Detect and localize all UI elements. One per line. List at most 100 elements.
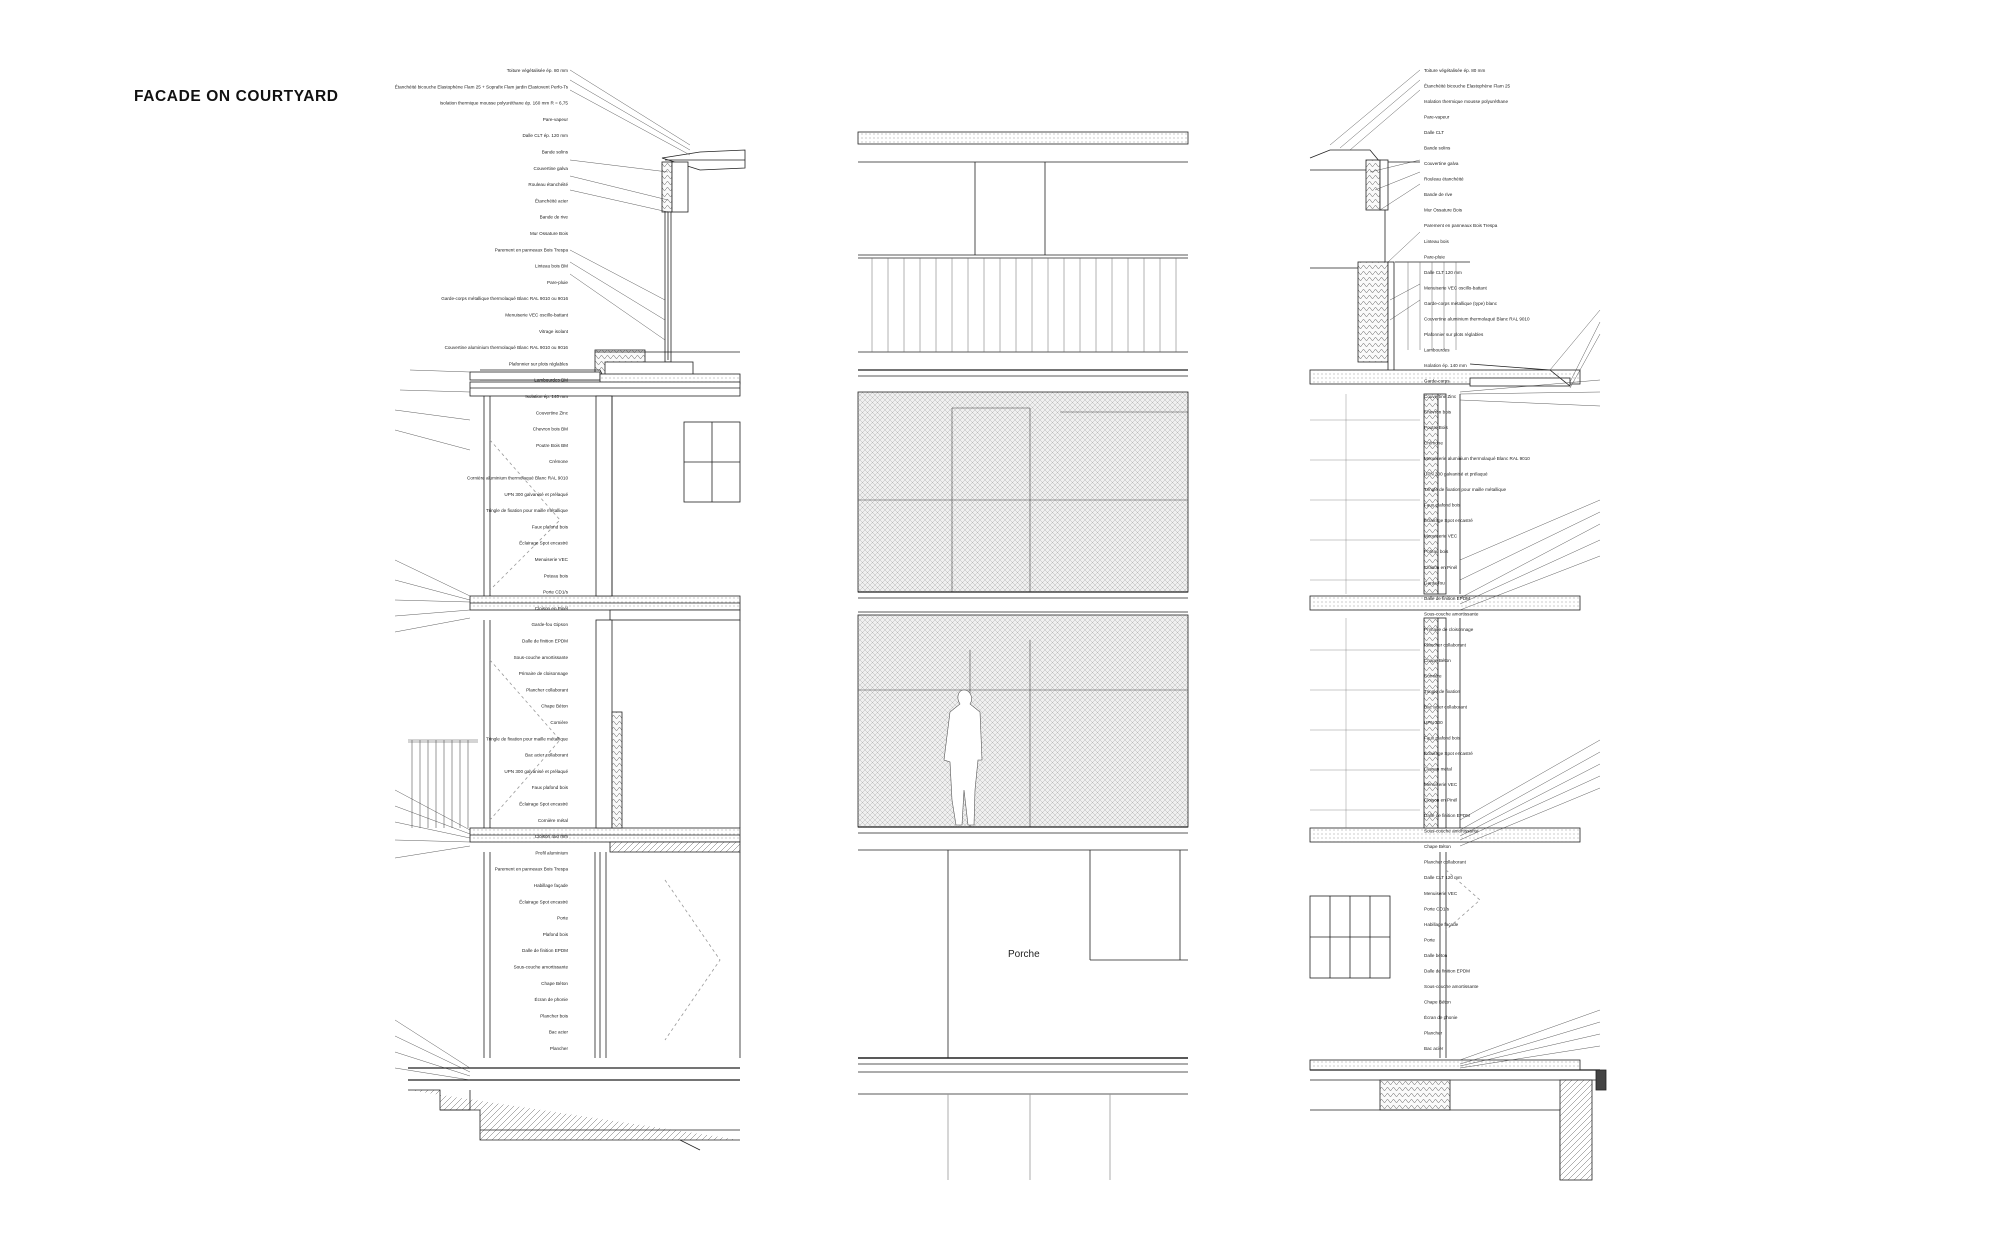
left-section-annotation: Pare-vapeur [543,117,569,122]
right-section-annotation: Couvertine galva [1424,161,1459,166]
left-section-annotation: Cornière aluminium thermolaqué Blanc RAL… [467,476,568,481]
left-section-annotation: Chape Béton [541,981,568,986]
right-section-annotation: Écran de phonie [1424,1014,1458,1020]
right-section-annotation: Cloison en Pinél [1424,798,1457,803]
left-section-annotation: Menuiserie VEC oscillo-battant [505,313,569,318]
right-section-annotation: Cloison en Pinél [1424,565,1457,570]
right-section-annotation: Plafonnier sur plots réglables [1424,332,1484,337]
left-section-annotation: Dalle de finition EPDM [522,639,568,644]
left-section-annotations: Toiture végétalisée ép. 80 mm Étanchéité … [395,68,569,1051]
left-section-annotation: Cloison 450 mm [535,834,568,839]
left-section-annotation: Étanchéité acier [535,197,568,203]
right-section-annotation: Couvertine Zinc [1424,394,1457,399]
right-section-annotation: Linteau bois [1424,239,1449,244]
right-facade-section [1309,69,1607,1181]
right-section-annotation: Menuiserie VEC [1424,534,1458,539]
right-section-annotation: Dalle CLT 120 mm [1424,875,1462,880]
left-section-annotation: Dalle CLT ép. 120 mm [522,133,568,138]
left-section-annotation: Chape Béton [541,704,568,709]
right-section-annotation: Tringle de fixation [1424,689,1461,694]
right-section-annotation: UPN 300 galvanisé et prélaqué [1424,472,1488,477]
middle-facade-elevation: Porche [857,131,1189,1180]
right-section-annotation: Faux plafond bois [1424,503,1461,508]
right-section-annotation: Poutre Bois [1424,425,1448,430]
left-section-annotation: Isolation ép. 140 mm [525,394,568,399]
right-section-annotation: Toiture végétalisée ép. 80 mm [1424,68,1485,73]
left-section-annotation: Dalle de finition EPDM [522,948,568,953]
left-section-annotation: Toiture végétalisée ép. 80 mm [507,68,568,73]
right-section-annotation: Menuiserie aluminium thermolaqué Blanc R… [1424,456,1530,461]
right-section-annotation: Isolation ép. 140 mm [1424,363,1467,368]
right-section-annotation: Menuiserie VEC [1424,891,1458,896]
left-section-annotation: Cornière métal [538,818,568,823]
left-section-annotation: Linteau bois BM [535,264,568,269]
left-section-annotation: Plafonnier sur plots réglables [509,361,569,366]
left-section-annotation: Chevron bois BM [533,427,568,432]
right-section-annotation: Menuiserie VEC [1424,782,1458,787]
right-section-annotation: Porte CD1/s [1424,906,1450,911]
left-section-annotation: Éclairage Spot encastré [519,801,568,807]
right-section-annotation: Cornière [1424,673,1442,678]
right-section-annotation: Chape Béton [1424,999,1451,1004]
left-section-annotation: Porte [557,916,568,921]
left-section-annotation: Lambourdes BM [534,378,568,383]
right-section-annotation: Éclairage Spot encastré [1424,750,1473,756]
right-section-annotation: Chape Béton [1424,844,1451,849]
right-section-annotation: Garde-fou [1424,580,1445,585]
right-section-annotation: Tringle de fixation pour maille métalliq… [1424,487,1506,492]
left-section-annotation: Pare-pluie [547,280,568,285]
left-section-annotation: Vitrage isolant [539,329,569,334]
left-section-annotation: Profil aluminium [535,850,568,855]
left-section-annotation: Plancher collaborant [526,687,569,692]
right-section-annotation: Bande solins [1424,146,1451,151]
porch-label: Porche [1008,949,1040,960]
left-section-annotation: Menuiserie VEC [535,557,569,562]
left-section-annotation: Éclairage Spot encastré [519,540,568,546]
right-section-annotation: Dalle de finition EPDM [1424,968,1470,973]
left-section-annotation: Couvertine galva [534,166,569,171]
left-section-annotation: Poteau bois [544,573,569,578]
right-section-annotations: Toiture végétalisée ép. 80 mm Étanchéité … [1424,68,1530,1051]
left-section-annotation: Cloison en Pinél [535,606,568,611]
right-section-annotation: Plancher collaborant [1424,860,1467,865]
right-section-annotation: Isolation thermique mousse polyuréthane [1424,99,1508,104]
left-section-annotation: Garde-corps métallique thermolaqué Blanc… [441,296,568,301]
right-section-annotation: Parement en panneaux Bois Trespa [1424,223,1498,228]
right-section-annotation: Cloison métal [1424,767,1452,772]
left-section-annotation: Sous-couche amortissante [514,655,569,660]
right-section-annotation: Chape Béton [1424,658,1451,663]
left-section-annotation: Faux plafond bois [532,785,569,790]
right-section-annotation: Éclairage Spot encastré [1424,517,1473,523]
right-section-annotation: Chevron bois [1424,410,1452,415]
right-section-annotation: Poteau bois [1424,549,1449,554]
right-section-annotation: Sous-couche amortissante [1424,829,1479,834]
right-section-annotation: Étanchéité bicouche Elastophène Flam 25 [1424,83,1511,89]
right-section-annotation: Plancher [1424,1031,1443,1036]
right-section-annotation: Sous-couche amortissante [1424,984,1479,989]
left-section-annotation: Plafond bois [543,932,569,937]
right-section-annotation: Menuiserie VEC oscillo-battant [1424,285,1488,290]
left-section-annotation: Couvertine Zinc [536,410,569,415]
left-section-annotation: UPN 300 galvanisé et prélaqué [504,492,568,497]
right-section-annotation: Dalle de finition EPDM [1424,813,1470,818]
right-section-annotation: Faux plafond bois [1424,736,1461,741]
left-section-annotation: Bande de rive [540,215,569,220]
right-section-annotation: Dalle de finition EPDM [1424,596,1470,601]
left-section-annotation: Primaire de cloisonnage [519,671,569,676]
right-section-annotation: Pare-vapeur [1424,115,1450,120]
left-section-annotation: Plancher bois [540,1013,569,1018]
left-facade-section [394,69,746,1151]
right-section-annotation: Habillage façade [1424,922,1459,927]
left-section-annotation: Éclairage Spot encastré [519,898,568,904]
left-section-annotation: Isolation thermique mousse polyuréthane … [440,101,569,106]
left-section-annotation: Bac acier [549,1030,569,1035]
left-section-annotation: Tringle de fixation pour maille métalliq… [486,508,568,513]
right-section-annotation: Bande de rive [1424,192,1453,197]
left-section-annotation: Mur Ossature Bois [530,231,569,236]
right-section-annotation: Pare-pluie [1424,254,1445,259]
left-section-annotation: Bande solins [542,150,569,155]
left-section-annotation: Tringle de fixation pour maille métalliq… [486,736,568,741]
right-section-annotation: Dalle CLT [1424,130,1444,135]
right-section-annotation: Bac acier collaborant [1424,705,1468,710]
